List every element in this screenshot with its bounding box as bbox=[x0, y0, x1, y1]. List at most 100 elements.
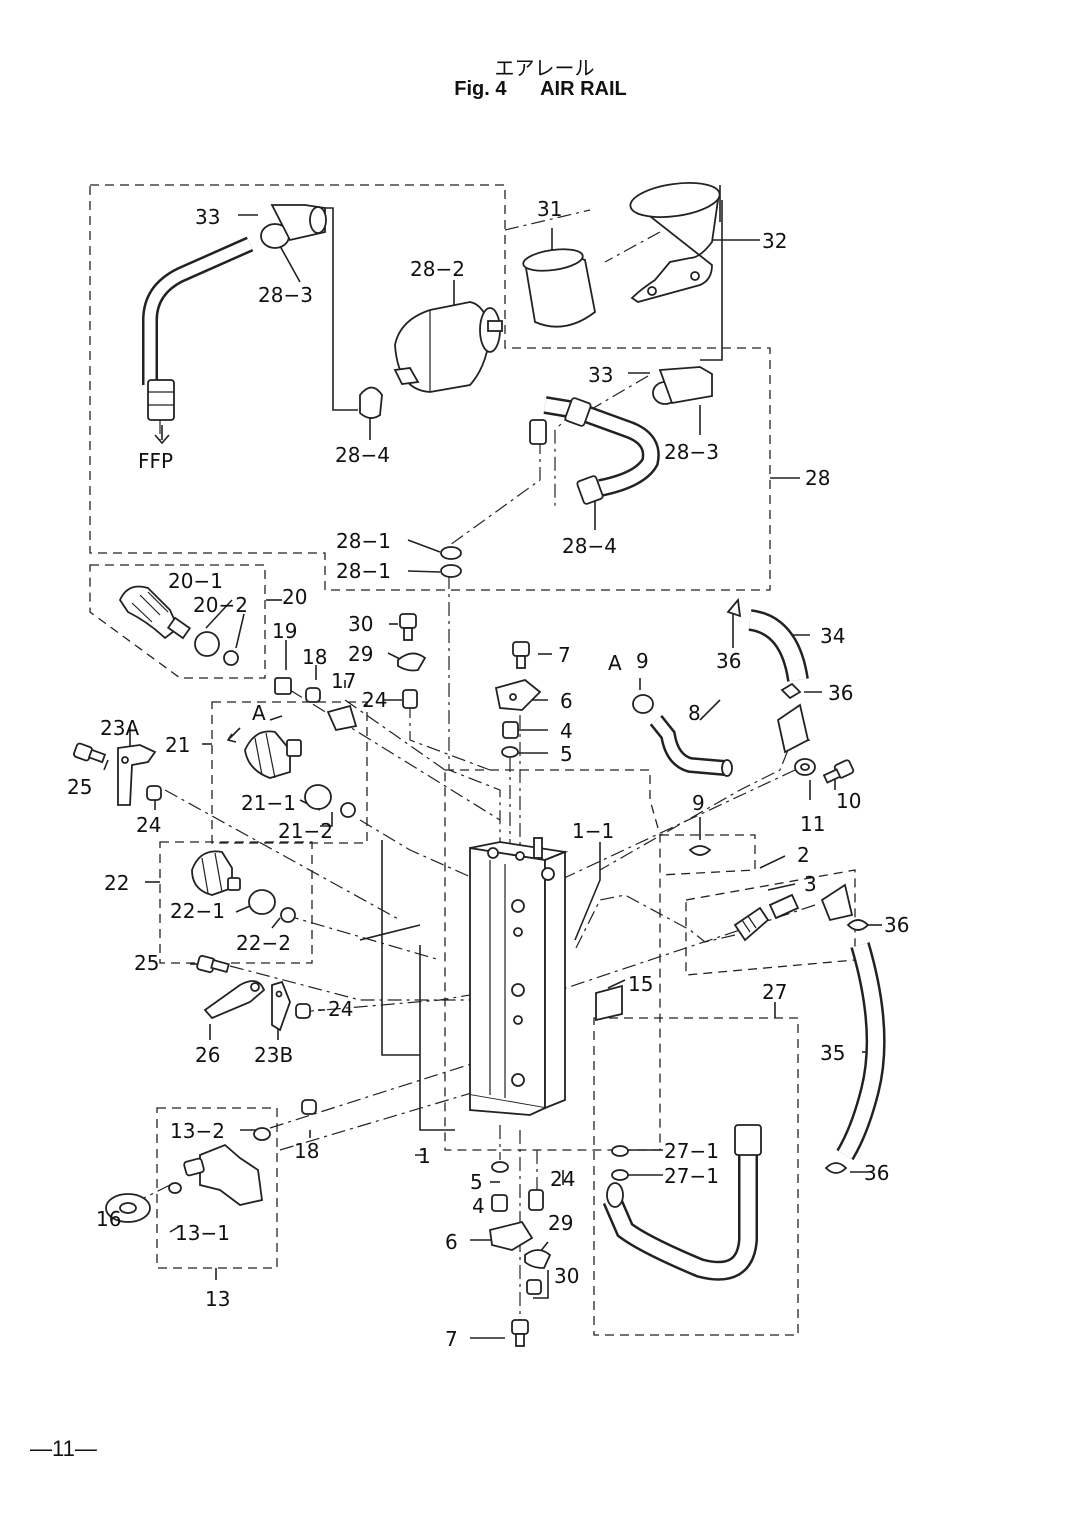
figure-title: AIR RAIL bbox=[540, 78, 627, 100]
callout-21-1: 21−1 bbox=[241, 791, 296, 815]
part-22-regulator bbox=[191, 850, 296, 923]
callout-a-right: A bbox=[608, 651, 622, 675]
page-title: Fig. 4 AIR RAIL bbox=[0, 78, 1081, 101]
part-9-clip-middle bbox=[688, 845, 712, 856]
group-22-boundary bbox=[159, 841, 313, 964]
part-32-bracket-band bbox=[629, 182, 721, 303]
callout-8: 8 bbox=[688, 701, 701, 725]
part-29-clip-top bbox=[397, 652, 427, 672]
callout-33-right: 33 bbox=[588, 363, 613, 387]
callout-4-lower: 4 bbox=[472, 1194, 485, 1218]
callout-21: 21 bbox=[165, 733, 190, 757]
part-10-bolt bbox=[822, 759, 855, 784]
part-7-bolt-top bbox=[512, 641, 530, 669]
callout-labels: 33 28−3 28−2 28−4 FFP 31 32 33 28−3 28 2… bbox=[67, 197, 909, 1351]
part-24-nipple-top bbox=[402, 689, 418, 709]
callout-32: 32 bbox=[762, 229, 787, 253]
callout-5-upper: 5 bbox=[560, 742, 573, 766]
callout-7-lower: 7 bbox=[445, 1327, 458, 1351]
callout-13-2: 13−2 bbox=[170, 1119, 225, 1143]
callout-10: 10 bbox=[836, 789, 861, 813]
part-18-sleeve bbox=[305, 687, 321, 703]
callout-26: 26 bbox=[195, 1043, 220, 1067]
part-5-oring-top bbox=[501, 746, 519, 758]
callout-13: 13 bbox=[205, 1287, 230, 1311]
part-31-sleeve bbox=[522, 248, 596, 328]
callout-22-1: 22−1 bbox=[170, 899, 225, 923]
callout-28-2: 28−2 bbox=[410, 257, 465, 281]
part-23A-bracket bbox=[117, 744, 157, 806]
part-26-bracket bbox=[203, 980, 266, 1020]
callout-28-1-lower: 28−1 bbox=[336, 559, 391, 583]
part-6-flange-top bbox=[494, 679, 542, 711]
part-28-2-fuel-filter bbox=[393, 301, 503, 393]
part-27-hose bbox=[602, 1124, 762, 1281]
group-20-boundary bbox=[89, 564, 266, 679]
part-3-fitting bbox=[768, 893, 800, 920]
part-20-regulator bbox=[118, 585, 239, 666]
part-25-bolt-lower bbox=[196, 954, 230, 974]
part-24-nipple-middle bbox=[295, 1003, 311, 1019]
callout-23a: 23A bbox=[100, 716, 139, 740]
part-15-label bbox=[595, 984, 623, 1022]
part-34-hose bbox=[747, 609, 809, 682]
callout-4-upper: 4 bbox=[560, 719, 573, 743]
callout-27: 27 bbox=[762, 980, 787, 1004]
callout-24-lower: 24 bbox=[550, 1167, 575, 1191]
callout-22: 22 bbox=[104, 871, 129, 895]
part-13-sensor bbox=[168, 1127, 271, 1206]
callout-ffp: FFP bbox=[138, 449, 173, 473]
part-1-air-rail bbox=[469, 837, 569, 1116]
callout-18-lower: 18 bbox=[294, 1139, 319, 1163]
part-36-clips bbox=[726, 597, 870, 1174]
group-27-boundary bbox=[593, 1017, 799, 1336]
callout-28-1-upper: 28−1 bbox=[336, 529, 391, 553]
part-25-bolt-upper bbox=[73, 742, 107, 764]
part-30-bolt-top bbox=[399, 613, 417, 641]
part-2-fitting bbox=[733, 906, 770, 942]
callout-17: 17 bbox=[331, 669, 356, 693]
leader-lines bbox=[103, 185, 882, 1339]
callout-22-2: 22−2 bbox=[236, 931, 291, 955]
part-17-fitting bbox=[326, 704, 358, 732]
callout-9-middle: 9 bbox=[692, 791, 705, 815]
callout-5-lower: 5 bbox=[470, 1170, 483, 1194]
callout-1-1: 1−1 bbox=[572, 819, 614, 843]
page-number: —11— bbox=[30, 1436, 97, 1461]
part-19-nut bbox=[274, 677, 292, 695]
callout-33-upper-left: 33 bbox=[195, 205, 220, 229]
callout-21-2: 21−2 bbox=[278, 819, 333, 843]
page-title-japanese: エアレール bbox=[494, 56, 595, 80]
callout-27-1-lower: 27−1 bbox=[664, 1164, 719, 1188]
callout-23b: 23B bbox=[254, 1043, 293, 1067]
callout-13-1: 13−1 bbox=[175, 1221, 230, 1245]
part-11-washer bbox=[794, 758, 816, 776]
part-elbow-fitting-lower-right bbox=[820, 883, 854, 922]
group-13-boundary bbox=[156, 1107, 278, 1269]
part-35-hose bbox=[836, 942, 886, 1161]
callout-24-middle: 24 bbox=[328, 997, 353, 1021]
part-33-clip-right bbox=[652, 366, 713, 405]
part-9-clip-top bbox=[632, 694, 654, 714]
part-elbow-fitting-right bbox=[776, 703, 810, 754]
part-28-4-clamp-upper-left bbox=[359, 386, 383, 419]
part-28-1-washers bbox=[440, 546, 462, 578]
callout-11: 11 bbox=[800, 812, 825, 836]
callout-20-2: 20−2 bbox=[193, 593, 248, 617]
callout-28-4-upper-left: 28−4 bbox=[335, 443, 390, 467]
callout-28-4-right: 28−4 bbox=[562, 534, 617, 558]
callout-1: 1 bbox=[418, 1144, 431, 1168]
part-8-hose bbox=[649, 715, 733, 777]
figure-number: Fig. 4 bbox=[454, 78, 507, 100]
callout-36-right: 36 bbox=[884, 913, 909, 937]
callout-24-upper: 24 bbox=[362, 688, 387, 712]
callout-36-upper: 36 bbox=[716, 649, 741, 673]
part-18-sleeve-lower bbox=[301, 1099, 317, 1115]
callout-19: 19 bbox=[272, 619, 297, 643]
callout-29-lower: 29 bbox=[548, 1211, 573, 1235]
part-4-insulator-top bbox=[502, 721, 519, 739]
callout-25-lower: 25 bbox=[134, 951, 159, 975]
callout-15: 15 bbox=[628, 972, 653, 996]
